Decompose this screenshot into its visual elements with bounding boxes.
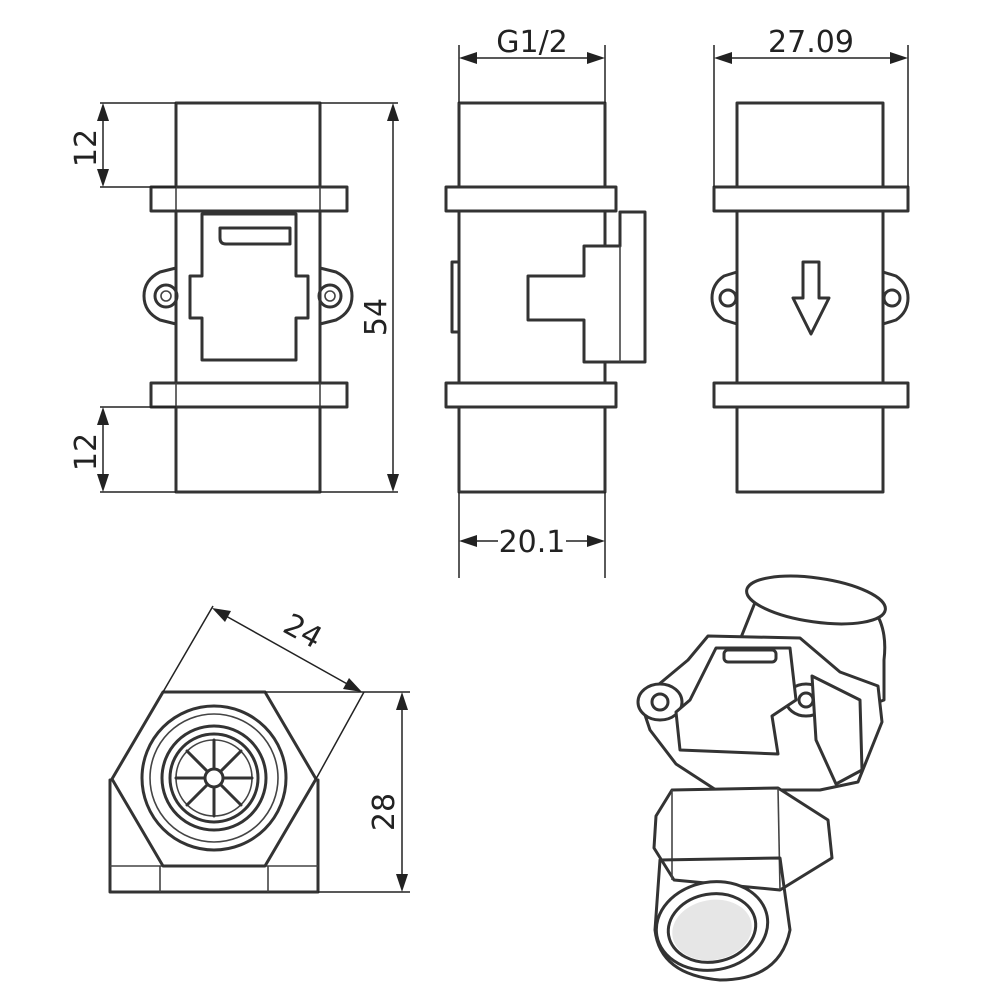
dim-label-width-across: 27.09 — [768, 25, 854, 60]
back-view: 27.09 — [710, 25, 910, 494]
bottom-thread — [174, 405, 322, 494]
sensor-body — [174, 209, 322, 385]
dim-end-height: 28 — [265, 691, 410, 893]
back-top-flange — [712, 185, 910, 213]
bottom-flange — [149, 381, 349, 409]
dim-thread-diameter: 20.1 — [458, 492, 606, 578]
back-body — [735, 209, 885, 385]
right-ear — [318, 266, 354, 326]
back-top-thread — [735, 101, 885, 189]
dim-label-thread-diameter: 20.1 — [499, 525, 566, 560]
dim-label-overall-length: 54 — [359, 298, 394, 336]
dim-thread-spec: G1/2 — [458, 25, 606, 103]
cover-plate — [188, 212, 310, 362]
dim-width-across: 27.09 — [713, 25, 909, 187]
dim-overall-length: 54 — [320, 102, 399, 493]
left-ear — [142, 266, 178, 326]
impeller-icon — [168, 732, 260, 824]
iso-flange — [652, 786, 834, 892]
down-arrow-icon — [791, 260, 831, 336]
top-flange — [149, 185, 349, 213]
dim-label-thread-spec: G1/2 — [496, 25, 568, 60]
dim-top-thread: 12 — [69, 102, 176, 188]
side-connector — [526, 210, 647, 364]
iso-connector — [810, 674, 864, 786]
side-top-thread — [457, 101, 607, 189]
end-thread-outer — [140, 704, 288, 852]
dim-bottom-thread: 12 — [69, 406, 176, 493]
back-bottom-thread — [735, 405, 885, 494]
dim-label-top-thread: 12 — [69, 129, 104, 167]
front-view: 12 12 54 — [69, 101, 399, 494]
iso-cover — [674, 646, 798, 756]
dim-label-bottom-thread: 12 — [69, 433, 104, 471]
iso-left-ear — [636, 682, 684, 722]
side-bottom-flange — [444, 381, 618, 409]
side-top-flange — [444, 185, 618, 213]
side-bottom-thread — [457, 405, 607, 494]
isometric-view — [636, 574, 887, 982]
back-bottom-flange — [712, 381, 910, 409]
dim-label-end-height: 28 — [367, 793, 402, 831]
top-thread — [174, 101, 322, 189]
end-view: 24 28 — [108, 605, 410, 894]
side-view: G1/2 20.1 — [444, 25, 647, 578]
cable-slot — [218, 226, 292, 246]
